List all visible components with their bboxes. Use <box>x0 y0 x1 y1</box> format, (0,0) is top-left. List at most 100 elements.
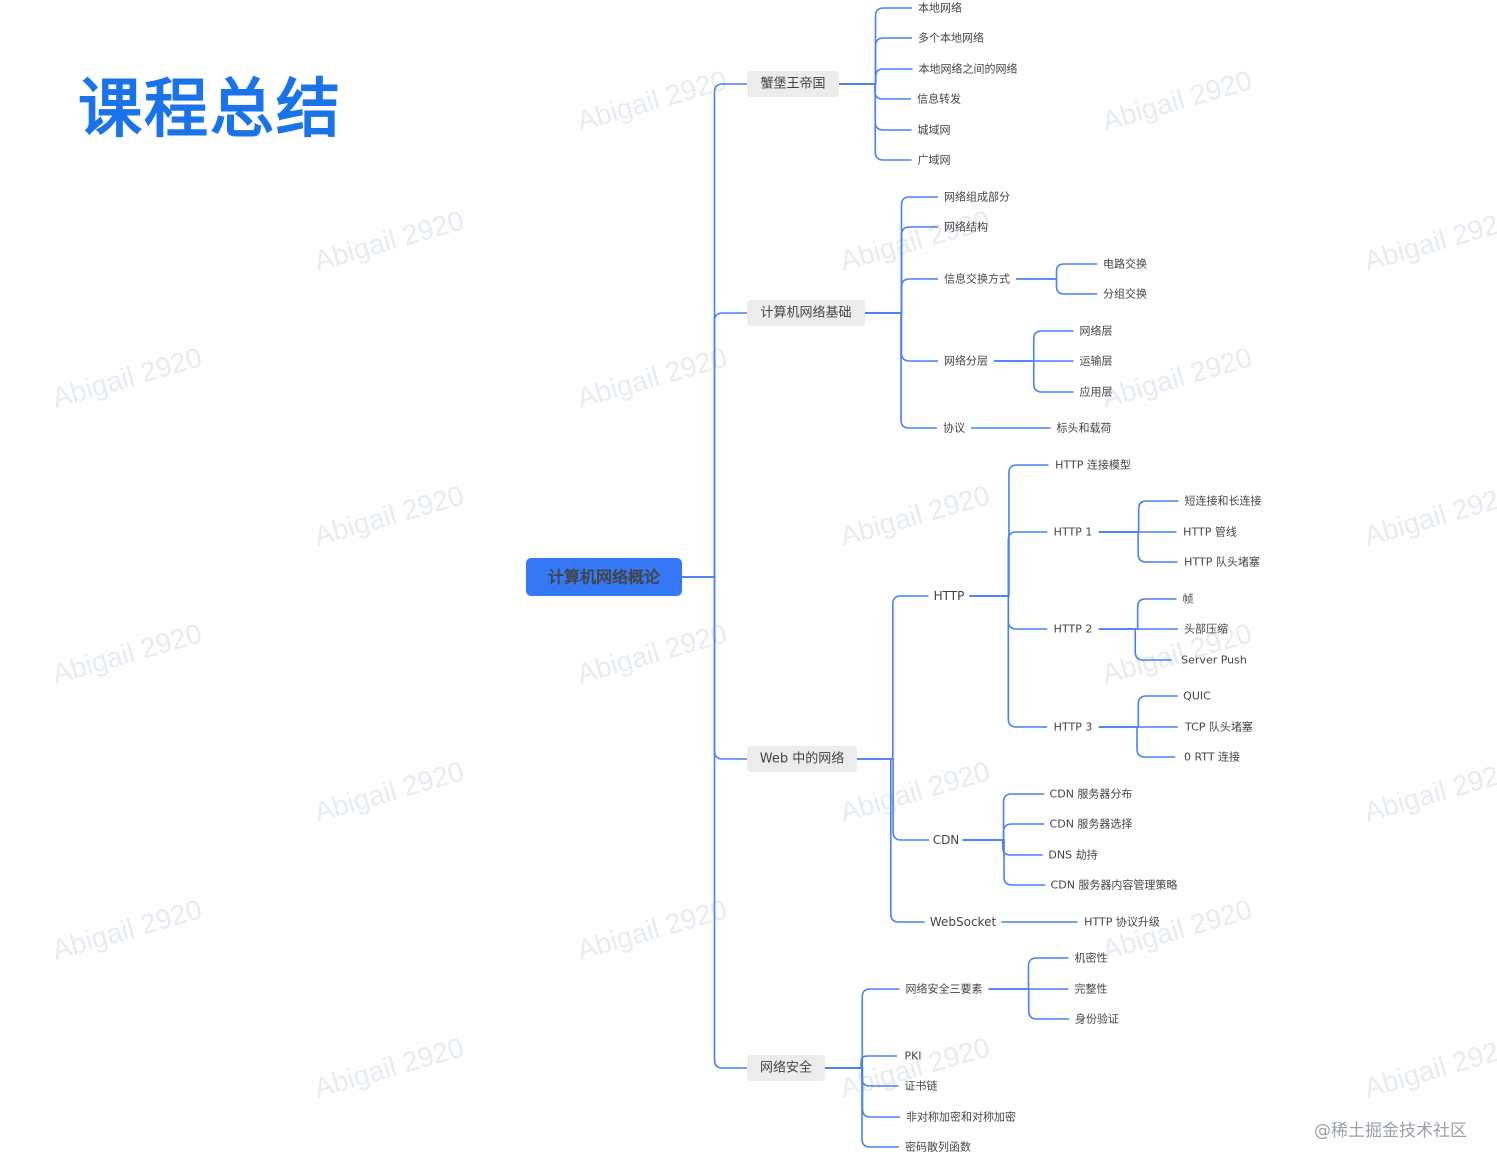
connector-line <box>839 68 913 85</box>
topic-node[interactable]: 密码散列函数 <box>905 1140 971 1154</box>
topic-node[interactable]: 多个本地网络 <box>918 31 984 45</box>
connector-line <box>1098 500 1179 533</box>
leaf-node[interactable]: 完整性 <box>1075 982 1108 996</box>
leaf-node[interactable]: 电路交换 <box>1103 257 1147 271</box>
connector-line <box>682 312 747 578</box>
connector-line <box>1098 598 1177 630</box>
topic-node[interactable]: CDN <box>933 833 960 847</box>
leaf-node[interactable]: 机密性 <box>1075 951 1108 965</box>
page-title: 课程总结 <box>78 73 342 147</box>
connector-line <box>865 312 937 429</box>
leaf-node[interactable]: 短连接和长连接 <box>1185 494 1262 508</box>
topic-node[interactable]: 证书链 <box>905 1079 938 1093</box>
branch-node-box <box>747 300 865 326</box>
connector-line <box>962 823 1045 841</box>
root-node[interactable]: 计算机网络概论 <box>526 558 682 596</box>
branch-node-label: 计算机网络基础 <box>760 305 851 321</box>
connector-line <box>1016 263 1097 280</box>
branch-node-label: Web 中的网络 <box>760 751 844 767</box>
topic-node[interactable]: 协议 <box>943 421 965 435</box>
leaf-node[interactable]: 应用层 <box>1080 385 1113 399</box>
connector-line <box>682 83 747 578</box>
branch-node-box <box>747 71 839 97</box>
connector-line <box>825 1067 899 1148</box>
connector-line <box>839 83 912 161</box>
branch-node[interactable]: Web 中的网络 <box>747 746 857 772</box>
leaf-node[interactable]: 身份验证 <box>1075 1012 1119 1026</box>
connector-line <box>825 1055 898 1069</box>
branch-node-box <box>747 1055 825 1081</box>
connector-line <box>994 360 1074 393</box>
connector-line <box>839 7 912 85</box>
connector-line <box>962 839 1046 886</box>
branch-node-label: 蟹堡王帝国 <box>760 76 825 92</box>
connector-line <box>857 758 925 923</box>
leaf-node[interactable]: 分组交换 <box>1103 287 1147 301</box>
connector-line <box>1098 695 1178 728</box>
footer-credit: @稀土掘金技术社区 <box>1314 1121 1467 1141</box>
topic-node[interactable]: 本地网络之间的网络 <box>919 62 1018 76</box>
connector-line <box>865 278 938 314</box>
connector-line <box>988 957 1069 990</box>
topic-node[interactable]: 网络结构 <box>944 220 988 234</box>
topic-node[interactable]: 本地网络 <box>918 1 962 15</box>
connector-line <box>682 576 747 1069</box>
leaf-node[interactable]: CDN 服务器选择 <box>1050 817 1133 831</box>
connector-line <box>825 988 900 1069</box>
topic-node[interactable]: 网络分层 <box>944 354 988 368</box>
branch-node[interactable]: 蟹堡王帝国 <box>747 71 839 97</box>
connector-line <box>1098 628 1172 661</box>
leaf-node[interactable]: HTTP 2 <box>1054 623 1093 636</box>
root-node-label: 计算机网络概论 <box>548 568 661 587</box>
topic-node[interactable]: 非对称加密和对称加密 <box>906 1110 1016 1124</box>
branch-node[interactable]: 计算机网络基础 <box>747 300 865 326</box>
connector-line <box>962 793 1045 841</box>
leaf-node[interactable]: HTTP 管线 <box>1183 525 1237 539</box>
leaf-node[interactable]: HTTP 队头堵塞 <box>1184 555 1260 569</box>
leaf-node[interactable]: HTTP 连接模型 <box>1055 458 1131 472</box>
branch-node-box <box>747 746 857 772</box>
branch-node[interactable]: 网络安全 <box>747 1055 825 1081</box>
topic-node[interactable]: PKI <box>904 1050 921 1063</box>
topic-node[interactable]: WebSocket <box>930 915 997 929</box>
connector-line <box>839 37 912 85</box>
leaf-node[interactable]: 标头和载荷 <box>1057 421 1112 435</box>
leaf-node[interactable]: CDN 服务器内容管理策略 <box>1051 878 1178 892</box>
topic-node[interactable]: 信息交换方式 <box>944 272 1010 286</box>
leaf-node[interactable]: Server Push <box>1181 654 1247 667</box>
leaf-node[interactable]: 运输层 <box>1080 354 1113 368</box>
leaf-node[interactable]: 帧 <box>1183 592 1194 606</box>
branch-node-label: 网络安全 <box>760 1060 812 1076</box>
leaf-node[interactable]: 0 RTT 连接 <box>1184 751 1240 764</box>
leaf-node[interactable]: HTTP 协议升级 <box>1084 915 1160 929</box>
leaf-node[interactable]: HTTP 1 <box>1054 526 1093 539</box>
connector-line <box>994 330 1074 362</box>
topic-node[interactable]: 网络组成部分 <box>944 190 1010 204</box>
connector-line <box>857 758 930 841</box>
topic-node[interactable]: 网络安全三要素 <box>906 982 983 996</box>
topic-node[interactable]: 广域网 <box>918 154 951 167</box>
connector-line <box>865 196 938 314</box>
leaf-node[interactable]: QUIC <box>1183 690 1211 703</box>
leaf-node[interactable]: HTTP 3 <box>1054 721 1093 734</box>
connector-line <box>988 988 1069 1020</box>
leaf-node[interactable]: DNS 劫持 <box>1048 848 1097 862</box>
leaf-node[interactable]: TCP 队头堵塞 <box>1184 720 1253 734</box>
connector-line <box>969 595 1048 728</box>
leaf-node[interactable]: 网络层 <box>1080 324 1113 338</box>
mindmap-edges <box>682 7 1179 1148</box>
connector-line <box>962 839 1043 856</box>
connector-line <box>1016 278 1097 295</box>
topic-node[interactable]: 信息转发 <box>917 92 961 106</box>
leaf-node[interactable]: CDN 服务器分布 <box>1050 788 1133 801</box>
topic-node[interactable]: 城域网 <box>918 124 951 137</box>
root-node-box <box>526 558 682 596</box>
connector-line <box>857 595 929 760</box>
connector-line <box>1098 726 1176 758</box>
leaf-node[interactable]: 头部压缩 <box>1184 622 1228 636</box>
connector-line <box>969 464 1049 597</box>
topic-node[interactable]: HTTP <box>934 589 965 603</box>
connector-line <box>969 531 1048 597</box>
connector-line <box>1098 531 1178 563</box>
